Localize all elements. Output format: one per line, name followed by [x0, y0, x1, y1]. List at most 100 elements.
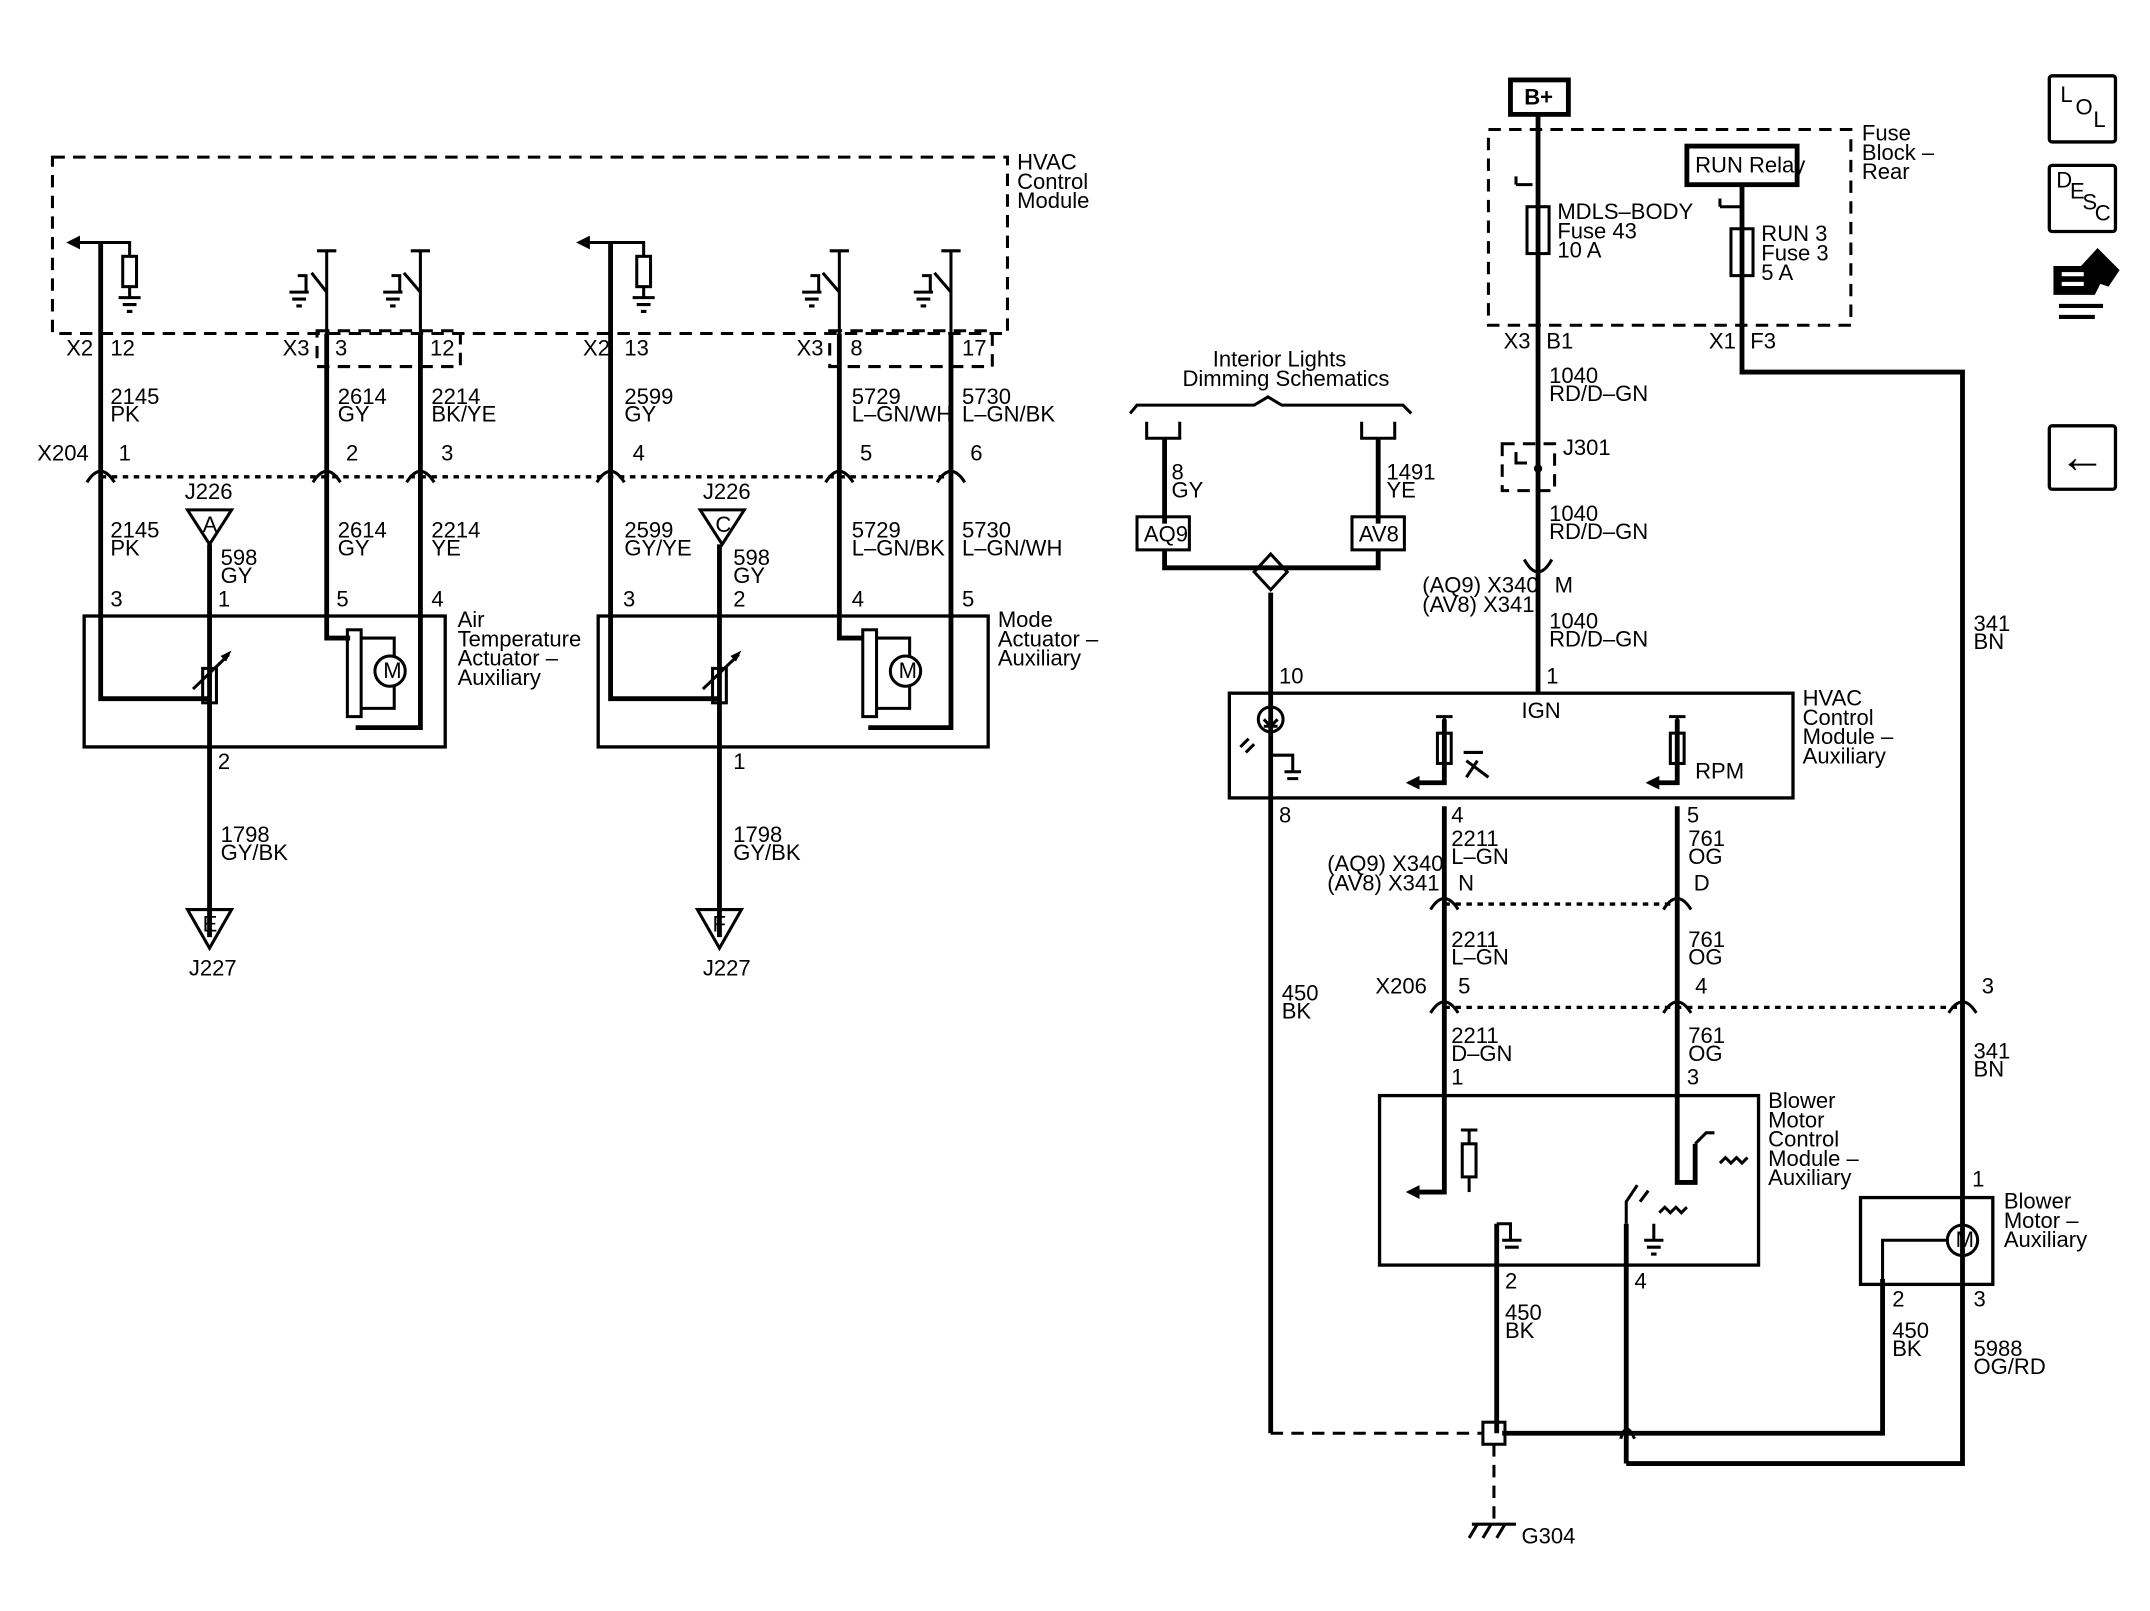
- x340-x341-m-connector: (AQ9) X340 (AV8) X341 M: [1422, 558, 1573, 617]
- blower-control-pins: 1 3 2 4: [1451, 1065, 1699, 1294]
- svg-text:3: 3: [623, 586, 635, 611]
- svg-text:2614: 2614: [338, 384, 387, 409]
- svg-text:RUN 3: RUN 3: [1761, 221, 1827, 246]
- svg-text:Fuse 43: Fuse 43: [1557, 218, 1637, 243]
- svg-text:450: 450: [1892, 1318, 1929, 1343]
- svg-text:3: 3: [441, 440, 453, 465]
- svg-text:2: 2: [218, 749, 230, 774]
- svg-text:MDLS–BODY: MDLS–BODY: [1557, 199, 1693, 224]
- left-wires: [98, 242, 954, 938]
- svg-text:Motor: Motor: [1768, 1107, 1824, 1132]
- blower-control-internal: [1405, 1128, 1749, 1256]
- svg-text:AV8: AV8: [1359, 522, 1399, 547]
- svg-text:Fuse 3: Fuse 3: [1761, 240, 1828, 265]
- fuse-43-label: MDLS–BODY Fuse 43 10 A: [1557, 199, 1693, 263]
- lol-button[interactable]: L O L: [2047, 74, 2118, 144]
- svg-text:PK: PK: [110, 535, 140, 560]
- svg-text:4: 4: [1695, 974, 1707, 999]
- svg-text:M: M: [899, 658, 917, 683]
- svg-text:13: 13: [624, 336, 649, 361]
- svg-text:RD/D–GN: RD/D–GN: [1549, 626, 1648, 651]
- svg-text:IGN: IGN: [1522, 698, 1561, 723]
- hvac-aux-pins: 10 1 8 4 5: [1279, 664, 1699, 828]
- blower-motor-box: [1858, 1195, 1995, 1287]
- svg-text:1040: 1040: [1549, 608, 1598, 633]
- svg-text:YE: YE: [431, 535, 460, 560]
- svg-text:RPM: RPM: [1695, 759, 1744, 784]
- svg-text:Blower: Blower: [1768, 1088, 1835, 1113]
- svg-text:2599: 2599: [624, 517, 673, 542]
- x204-connector: X204 1 2 3 4 5 6: [37, 440, 983, 484]
- back-arrow-icon: ←: [2059, 431, 2106, 483]
- svg-text:F3: F3: [1750, 329, 1776, 354]
- svg-text:OG: OG: [1688, 844, 1722, 869]
- svg-text:HVAC: HVAC: [1017, 150, 1077, 175]
- svg-text:3: 3: [1982, 974, 1994, 999]
- svg-text:4: 4: [431, 586, 443, 611]
- svg-text:5: 5: [336, 586, 348, 611]
- svg-text:1: 1: [119, 440, 131, 465]
- blower-motor-icon: M: [1881, 1223, 1980, 1279]
- svg-text:RD/D–GN: RD/D–GN: [1549, 519, 1648, 544]
- air-temp-pins: 3 1 5 4 2: [110, 586, 443, 774]
- svg-text:L–GN/BK: L–GN/BK: [962, 402, 1055, 427]
- fuse-run3-label: RUN 3 Fuse 3 5 A: [1761, 221, 1828, 285]
- svg-text:BK: BK: [1282, 998, 1312, 1023]
- svg-text:5 A: 5 A: [1761, 260, 1793, 285]
- svg-text:GY: GY: [624, 402, 656, 427]
- svg-text:HVAC: HVAC: [1803, 686, 1863, 711]
- svg-text:5988: 5988: [1974, 1336, 2023, 1361]
- svg-text:L–GN/WH: L–GN/WH: [962, 535, 1062, 560]
- svg-text:Motor –: Motor –: [2004, 1208, 2079, 1233]
- svg-text:1: 1: [733, 749, 745, 774]
- svg-text:1: 1: [1451, 1065, 1463, 1090]
- svg-text:O: O: [2076, 94, 2093, 119]
- mode-actuator-box: [596, 614, 990, 749]
- svg-text:Block –: Block –: [1862, 140, 1935, 165]
- svg-text:BN: BN: [1974, 1056, 2005, 1081]
- svg-text:2214: 2214: [431, 384, 480, 409]
- svg-text:1: 1: [218, 586, 230, 611]
- svg-text:L–GN: L–GN: [1451, 844, 1509, 869]
- connector-end-view-icon[interactable]: [2053, 248, 2120, 320]
- svg-text:341: 341: [1974, 1038, 2011, 1063]
- potentiometer-icon: [701, 650, 742, 705]
- svg-text:10: 10: [1279, 664, 1304, 689]
- svg-text:E: E: [203, 912, 218, 937]
- hvac-control-module-label: HVAC Control Module: [1017, 150, 1089, 214]
- svg-text:GY: GY: [338, 535, 370, 560]
- svg-text:OG/RD: OG/RD: [1974, 1354, 2046, 1379]
- hvac-internal-switch-x3-12: [383, 249, 431, 334]
- ground-bus: G304: [1270, 1420, 1883, 1548]
- svg-text:Control: Control: [1803, 705, 1874, 730]
- x3-connector-box-2: [828, 329, 994, 369]
- svg-text:Module –: Module –: [1768, 1146, 1859, 1171]
- svg-text:GY/BK: GY/BK: [733, 840, 801, 865]
- svg-text:Module –: Module –: [1803, 724, 1894, 749]
- svg-text:C: C: [2095, 200, 2111, 225]
- svg-text:X3: X3: [797, 336, 824, 361]
- svg-text:RUN Relay: RUN Relay: [1695, 152, 1805, 177]
- svg-text:D: D: [2056, 167, 2072, 192]
- svg-text:761: 761: [1688, 927, 1725, 952]
- svg-text:8: 8: [1171, 460, 1183, 485]
- svg-text:Control: Control: [1017, 169, 1088, 194]
- svg-text:PK: PK: [110, 402, 140, 427]
- svg-text:2211: 2211: [1451, 927, 1498, 952]
- x3-connector-box-1: [315, 329, 462, 369]
- svg-text:341: 341: [1974, 611, 2011, 636]
- svg-text:M: M: [383, 658, 401, 683]
- svg-text:RD/D–GN: RD/D–GN: [1549, 381, 1648, 406]
- svg-text:2: 2: [1505, 1269, 1517, 1294]
- svg-text:1491: 1491: [1386, 460, 1435, 485]
- svg-text:761: 761: [1688, 1023, 1725, 1048]
- hvac-internal-pullup-2: [576, 235, 655, 313]
- back-arrow-button[interactable]: ←: [2047, 424, 2118, 491]
- svg-text:2614: 2614: [338, 517, 387, 542]
- air-temp-actuator-label: Air Temperature Actuator – Auxiliary: [458, 607, 582, 690]
- svg-text:J226: J226: [703, 479, 751, 504]
- svg-text:Dimming Schematics: Dimming Schematics: [1182, 366, 1389, 391]
- desc-button[interactable]: D E S C: [2047, 163, 2118, 234]
- aq9-box: AQ9: [1135, 515, 1191, 552]
- svg-text:B+: B+: [1524, 85, 1553, 110]
